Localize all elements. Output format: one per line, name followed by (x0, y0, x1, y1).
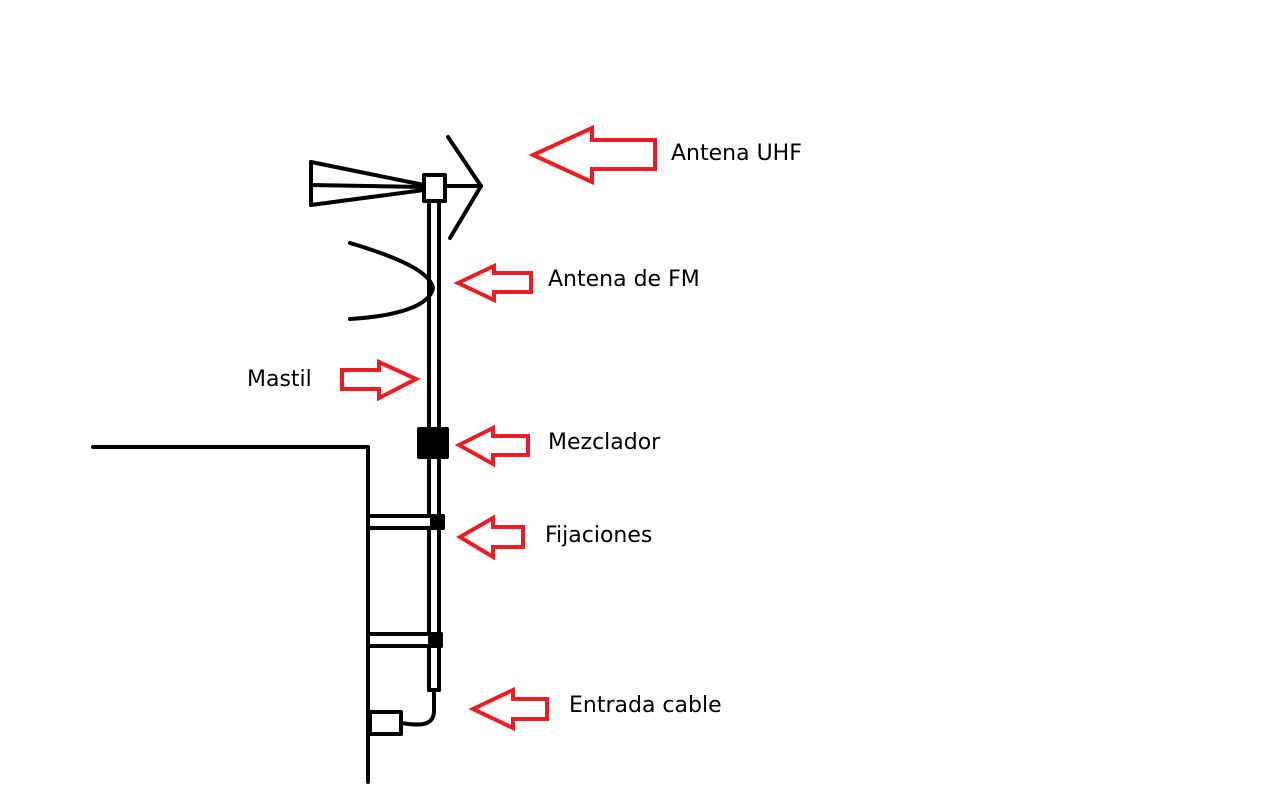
label-fixings: Fijaciones (545, 523, 653, 548)
fixing-lower (366, 632, 443, 648)
arrow-mixer (454, 424, 530, 468)
label-mixer: Mezclador (548, 430, 661, 455)
mixer-box (417, 427, 449, 459)
arrow-fm (453, 262, 533, 304)
uhf-antenna (309, 135, 483, 240)
arrow-cable (468, 686, 549, 732)
arrow-fixings (456, 514, 525, 561)
fm-antenna (348, 241, 435, 321)
label-fm-antenna: Antena de FM (548, 267, 700, 292)
cable-entry (368, 688, 436, 736)
arrow-uhf (528, 124, 657, 186)
fixing-upper (366, 514, 445, 530)
label-uhf-antenna: Antena UHF (671, 141, 802, 166)
wall-outline (91, 445, 370, 784)
label-cable-entry: Entrada cable (569, 693, 722, 718)
arrow-mast (340, 358, 421, 402)
label-mast: Mastil (247, 367, 312, 392)
